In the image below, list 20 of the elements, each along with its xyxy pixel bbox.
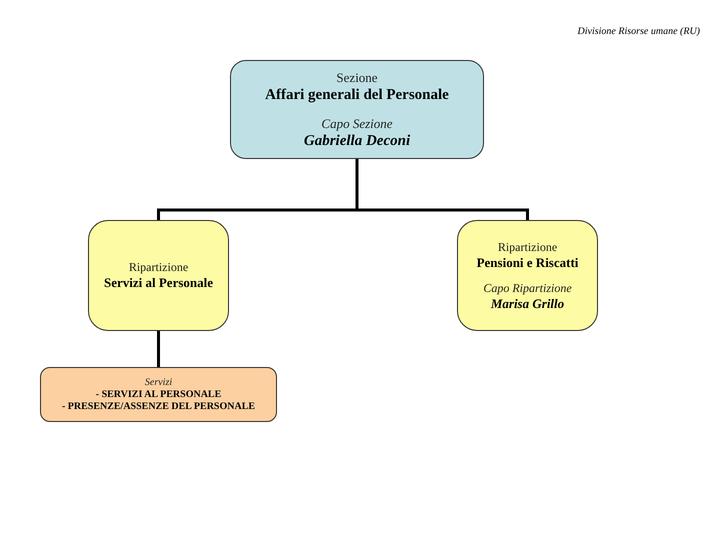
role-label: Capo Ripartizione (483, 280, 572, 296)
person-name: Gabriella Deconi (304, 132, 410, 150)
unit-type-label: Ripartizione (498, 240, 558, 254)
connector-line (157, 331, 160, 367)
services-box (40, 367, 277, 422)
service-item: - SERVIZI AL PERSONALE (96, 388, 222, 400)
section-box (230, 60, 484, 159)
unit-title: Servizi al Personale (104, 275, 214, 291)
person-name: Marisa Grillo (490, 296, 564, 312)
unit-title: Affari generali del Personale (265, 86, 449, 104)
role-label: Capo Sezione (321, 116, 393, 132)
unit-title: Pensioni e Riscatti (476, 254, 578, 270)
division-box (457, 220, 598, 331)
department-label: Divisione Risorse umane (RU) (578, 25, 700, 39)
unit-type-label: Servizi (144, 376, 172, 388)
connector-line (356, 159, 529, 220)
unit-type-label: Sezione (336, 70, 378, 86)
unit-type-label: Ripartizione (128, 260, 188, 275)
service-item: - PRESENZE/ASSENZE DEL PERSONALE (62, 400, 256, 412)
division-box (88, 220, 229, 331)
